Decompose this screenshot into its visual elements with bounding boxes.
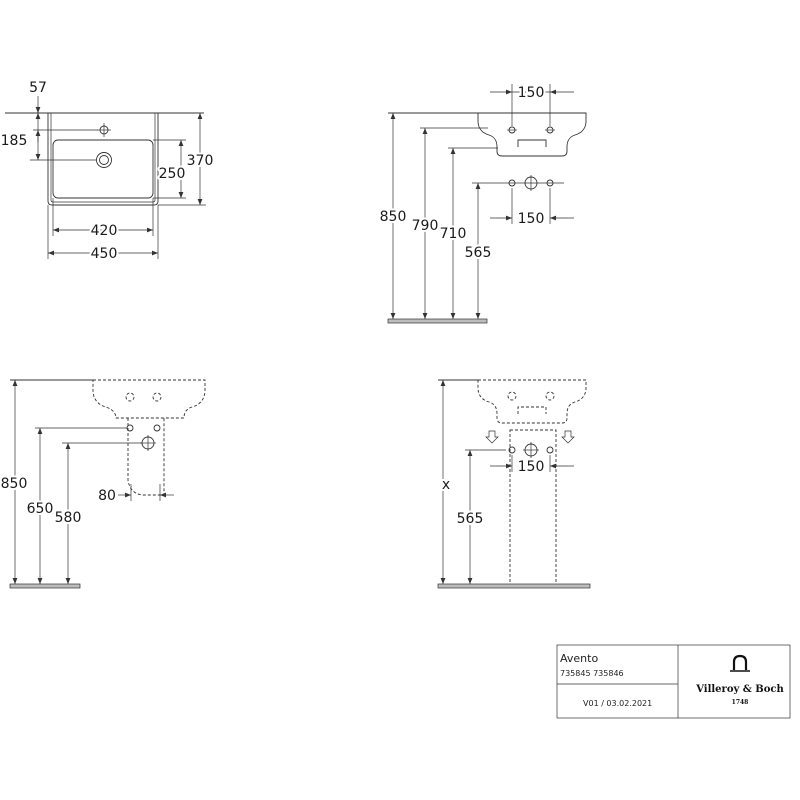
dim-overall-depth: 370 — [187, 153, 214, 169]
faucet-arch-icon — [730, 654, 750, 672]
waste-holes — [508, 442, 554, 458]
fixing-hole-circle — [153, 424, 161, 432]
down-arrow-icon — [561, 430, 575, 444]
basin-front-outline — [477, 379, 587, 424]
dim-height-580: 580 — [55, 510, 82, 526]
tap-hole-circle — [507, 391, 517, 401]
front-view: 150 850 790 710 565 150 — [378, 83, 587, 324]
half-pedestal-outline — [127, 418, 165, 496]
fixing-hole-circle — [508, 179, 516, 187]
title-block-frame — [556, 644, 791, 719]
drain-outer-circle — [96, 152, 112, 168]
brand-name: Villeroy & Boch — [695, 684, 784, 695]
waste-outlet — [517, 406, 547, 414]
fixing-holes — [126, 424, 161, 451]
product-name: Avento — [560, 652, 598, 665]
down-arrow-icon — [485, 430, 499, 444]
tap-hole-circle — [125, 392, 135, 402]
front-view-pedestal: x 565 150 — [437, 379, 591, 589]
tap-hole-circle — [545, 391, 555, 401]
tap-hole-icon — [507, 126, 517, 134]
dim-rim-height: 850 — [1, 476, 28, 492]
drain-icon — [96, 152, 112, 168]
title-block: Avento 735845 735846 V01 / 03.02.2021 Vi… — [556, 644, 791, 719]
floor-line — [437, 583, 591, 589]
fixing-hole-circle — [546, 179, 554, 187]
dim-waste-spacing: 150 — [518, 211, 545, 227]
basin-side-outline — [92, 379, 206, 419]
basin-outline — [47, 113, 159, 206]
dim-waste-height: 565 — [465, 245, 492, 261]
side-view-half-pedestal: 850 650 580 80 — [0, 379, 206, 589]
pedestal-outline — [509, 429, 557, 586]
fixing-hole-circle — [508, 446, 516, 454]
basin-rim-line — [50, 113, 156, 203]
dim-height-710: 710 — [440, 226, 467, 242]
dim-pedestal-offset: 80 — [98, 488, 116, 504]
tap-hole-icon — [545, 126, 555, 134]
waste-holes — [498, 175, 564, 191]
plan-view: 57 185 250 370 420 450 — [0, 78, 215, 264]
waste-outlet — [517, 139, 547, 147]
dim-bowl-width: 420 — [91, 223, 118, 239]
dim-overall-width: 450 — [91, 246, 118, 262]
dim-height-790: 790 — [412, 218, 439, 234]
dim-tap-spacing: 150 — [518, 85, 545, 101]
tap-hole-circle — [152, 392, 162, 402]
basin-front-outline — [477, 112, 587, 157]
brand-year: 1748 — [732, 699, 749, 706]
drain-inner-circle — [99, 155, 109, 165]
article-numbers: 735845 735846 — [560, 669, 624, 678]
dim-rim-height: x — [442, 477, 450, 493]
dim-tap-hole-offset: 57 — [29, 80, 47, 96]
fixing-hole-circle — [546, 446, 554, 454]
floor-line — [387, 318, 488, 324]
version-date: V01 / 03.02.2021 — [583, 699, 652, 708]
dim-height-650: 650 — [27, 501, 54, 517]
dim-rim-height: 850 — [380, 209, 407, 225]
floor-line — [9, 583, 81, 589]
dim-bowl-depth: 250 — [159, 166, 186, 182]
logo-arch — [732, 654, 748, 670]
dim-waste-spacing: 150 — [518, 459, 545, 475]
dim-drain-offset: 185 — [1, 133, 28, 149]
tap-hole-icon — [97, 123, 111, 137]
dim-waste-height: 565 — [457, 511, 484, 527]
bowl-outline — [52, 139, 154, 199]
